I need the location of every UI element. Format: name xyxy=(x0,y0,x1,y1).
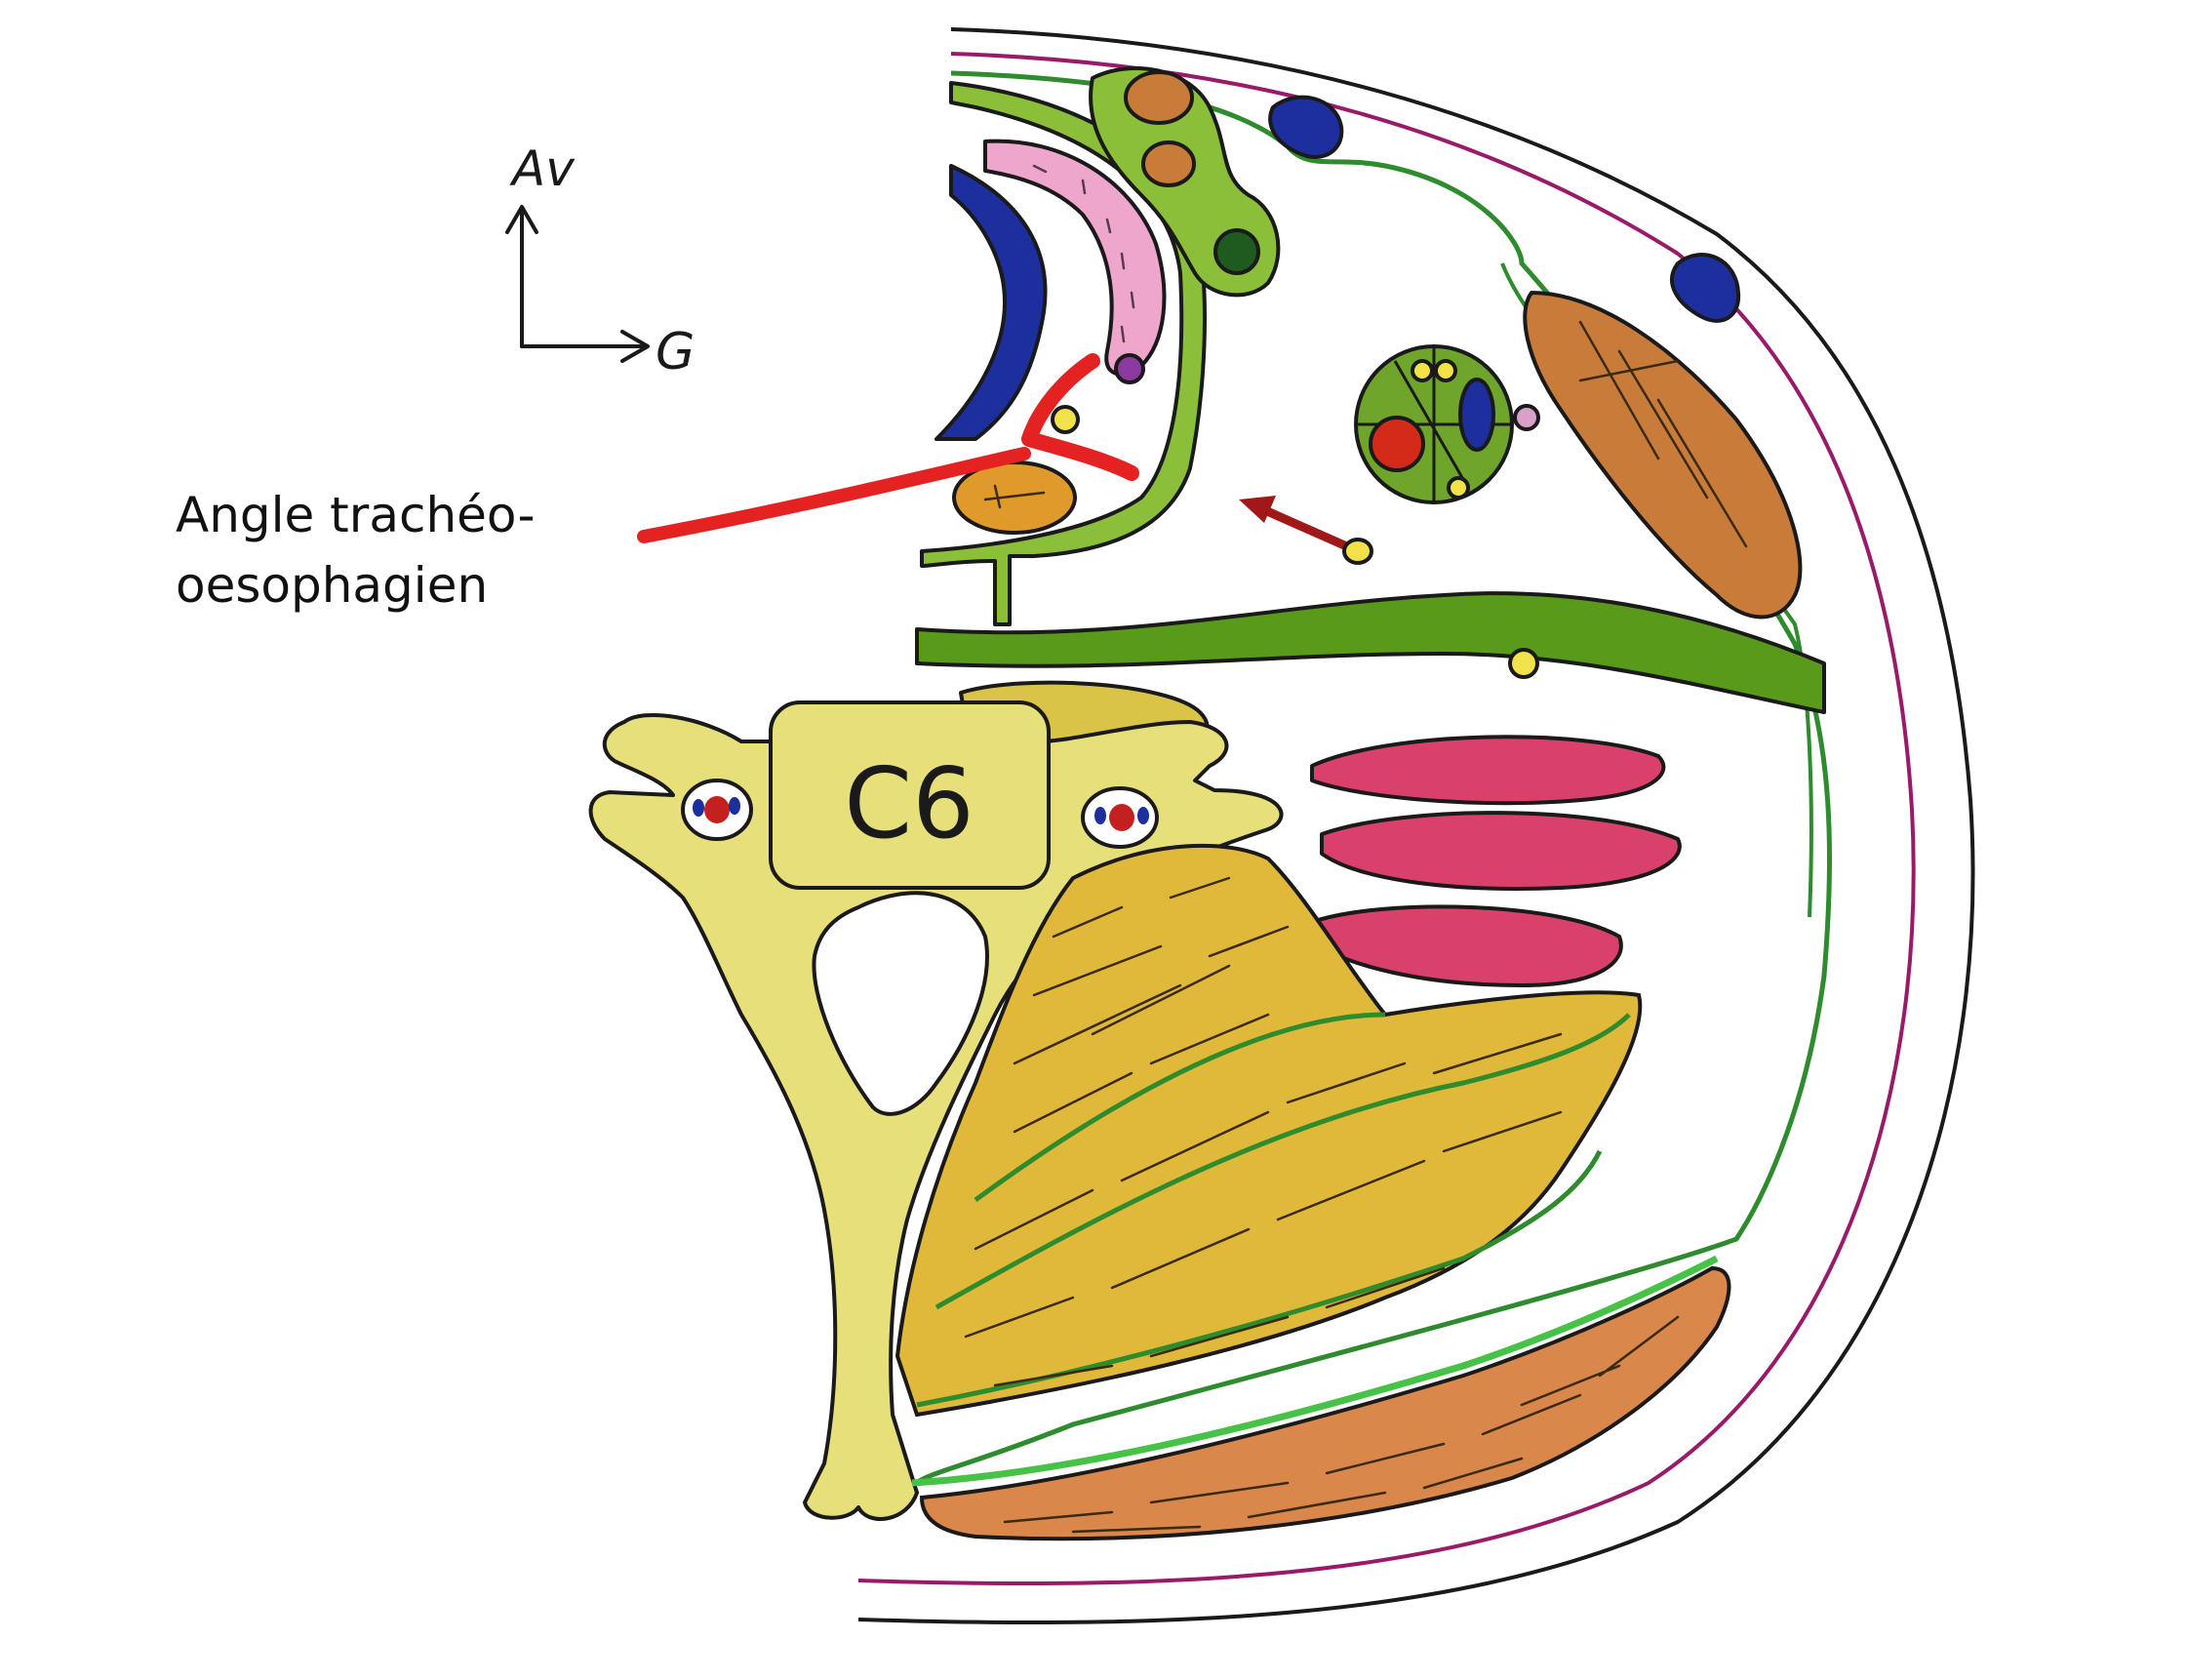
scm-body xyxy=(1523,291,1803,620)
annotation-line-1: Angle trachéo- xyxy=(176,487,536,543)
common-carotid-artery xyxy=(1369,416,1425,472)
vertebra-label: C6 xyxy=(844,746,974,860)
vascular-bundle-top xyxy=(1089,66,1281,298)
anterior-arrow xyxy=(505,205,538,348)
vessel-orange-2 xyxy=(1141,140,1196,187)
skin-layers xyxy=(857,27,1975,1625)
vertebral-body xyxy=(769,700,1051,890)
orientation-marker: Av G xyxy=(505,140,695,381)
vertebral-vessels-right xyxy=(681,779,753,841)
c6-vertebra: C6 xyxy=(588,700,1284,1521)
fascia-outer-line xyxy=(915,70,1833,1485)
trapezius-muscle xyxy=(911,1255,1731,1541)
scalene-muscles xyxy=(1310,735,1682,987)
sternocleidomastoid-muscle xyxy=(1523,291,1803,620)
vagus-nerve-3 xyxy=(1447,476,1470,500)
vertebral-vessels-left xyxy=(1081,786,1159,849)
vertebral-artery-right xyxy=(704,796,730,823)
anterior-label: Av xyxy=(509,140,576,197)
annotation-line-2: oesophagien xyxy=(176,557,489,614)
levator-muscle xyxy=(895,843,1643,1418)
vertebral-artery-left xyxy=(1109,804,1134,831)
scalene-middle xyxy=(1320,811,1682,891)
scalene-anterior xyxy=(1310,735,1666,806)
thyroid-lobe xyxy=(934,164,1048,441)
small-lymph-node xyxy=(1513,404,1540,431)
skin-outer-line xyxy=(857,27,1975,1625)
vertebral-foramen xyxy=(812,891,989,1116)
carotid-sheath xyxy=(1354,344,1514,504)
pointer-fork xyxy=(1021,353,1139,481)
trachea-texture xyxy=(1032,164,1135,343)
small-yellow-node xyxy=(1342,538,1373,565)
trapezius-body xyxy=(919,1265,1731,1541)
recurrent-laryngeal-nerve xyxy=(1051,405,1080,434)
sympathetic-trunk-node xyxy=(1508,648,1539,679)
pointer-line xyxy=(637,447,1031,543)
annotation-label: Angle trachéo- oesophagien xyxy=(176,480,535,620)
deep-back-muscles xyxy=(895,843,1643,1418)
vagus-nerve-1 xyxy=(1411,359,1434,382)
jugular-vein-anterior xyxy=(1268,95,1344,159)
esophagus xyxy=(952,460,1077,535)
left-arrow xyxy=(520,330,650,363)
skin-inner-line xyxy=(857,52,1916,1586)
external-jugular-vein xyxy=(1670,253,1741,323)
small-red-arrow xyxy=(1239,496,1373,565)
internal-jugular-vein xyxy=(1458,378,1495,452)
prevertebral-fascia-band xyxy=(915,591,1826,714)
vertebra-outline xyxy=(588,700,1284,1521)
vessel-dark-green xyxy=(1213,228,1260,275)
left-label: G xyxy=(656,323,695,381)
red-pointer xyxy=(637,353,1139,543)
inferior-thyroid-vessel xyxy=(1114,353,1145,384)
scalene-posterior xyxy=(1310,904,1623,987)
vagus-nerve-2 xyxy=(1434,359,1457,382)
vessel-orange-1 xyxy=(1124,70,1194,125)
esophagus-body xyxy=(952,460,1077,535)
